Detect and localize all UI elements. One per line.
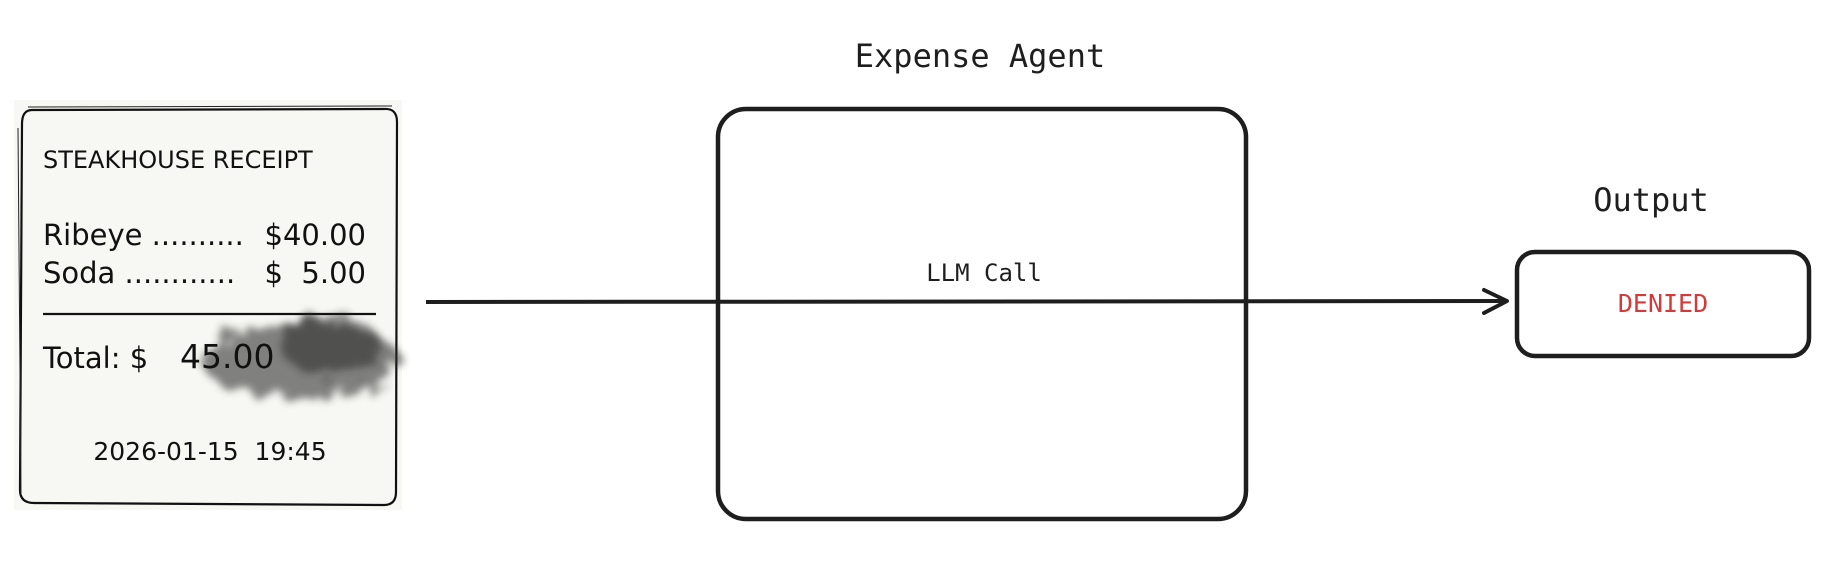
arrowhead-icon <box>1482 288 1509 315</box>
llm-call-label: LLM Call <box>926 259 1042 287</box>
receipt: STEAKHOUSE RECEIPT Ribeye .......... $40… <box>14 100 402 510</box>
agent-title: Expense Agent <box>855 37 1105 75</box>
agent-box <box>715 106 1249 522</box>
coffee-stain <box>280 315 380 375</box>
output-box <box>1514 249 1812 359</box>
receipt-border-sketch <box>17 105 393 496</box>
output-title: Output <box>1593 181 1709 219</box>
receipt-item-name: Soda ............ <box>43 256 235 290</box>
receipt-paper <box>14 100 402 510</box>
receipt-item-price: $ 5.00 <box>265 256 366 290</box>
receipt-total-value: 45.00 <box>180 337 274 376</box>
receipt-item-name: Ribeye .......... <box>43 218 244 252</box>
receipt-datetime: 2026-01-15 19:45 <box>93 437 326 466</box>
receipt-item-price: $40.00 <box>265 218 366 252</box>
receipt-border <box>18 107 399 507</box>
output-value: DENIED <box>1618 289 1708 318</box>
flow-arrow <box>425 299 1506 304</box>
receipt-total-label: Total: $ <box>42 341 148 375</box>
receipt-title: STEAKHOUSE RECEIPT <box>43 146 313 174</box>
